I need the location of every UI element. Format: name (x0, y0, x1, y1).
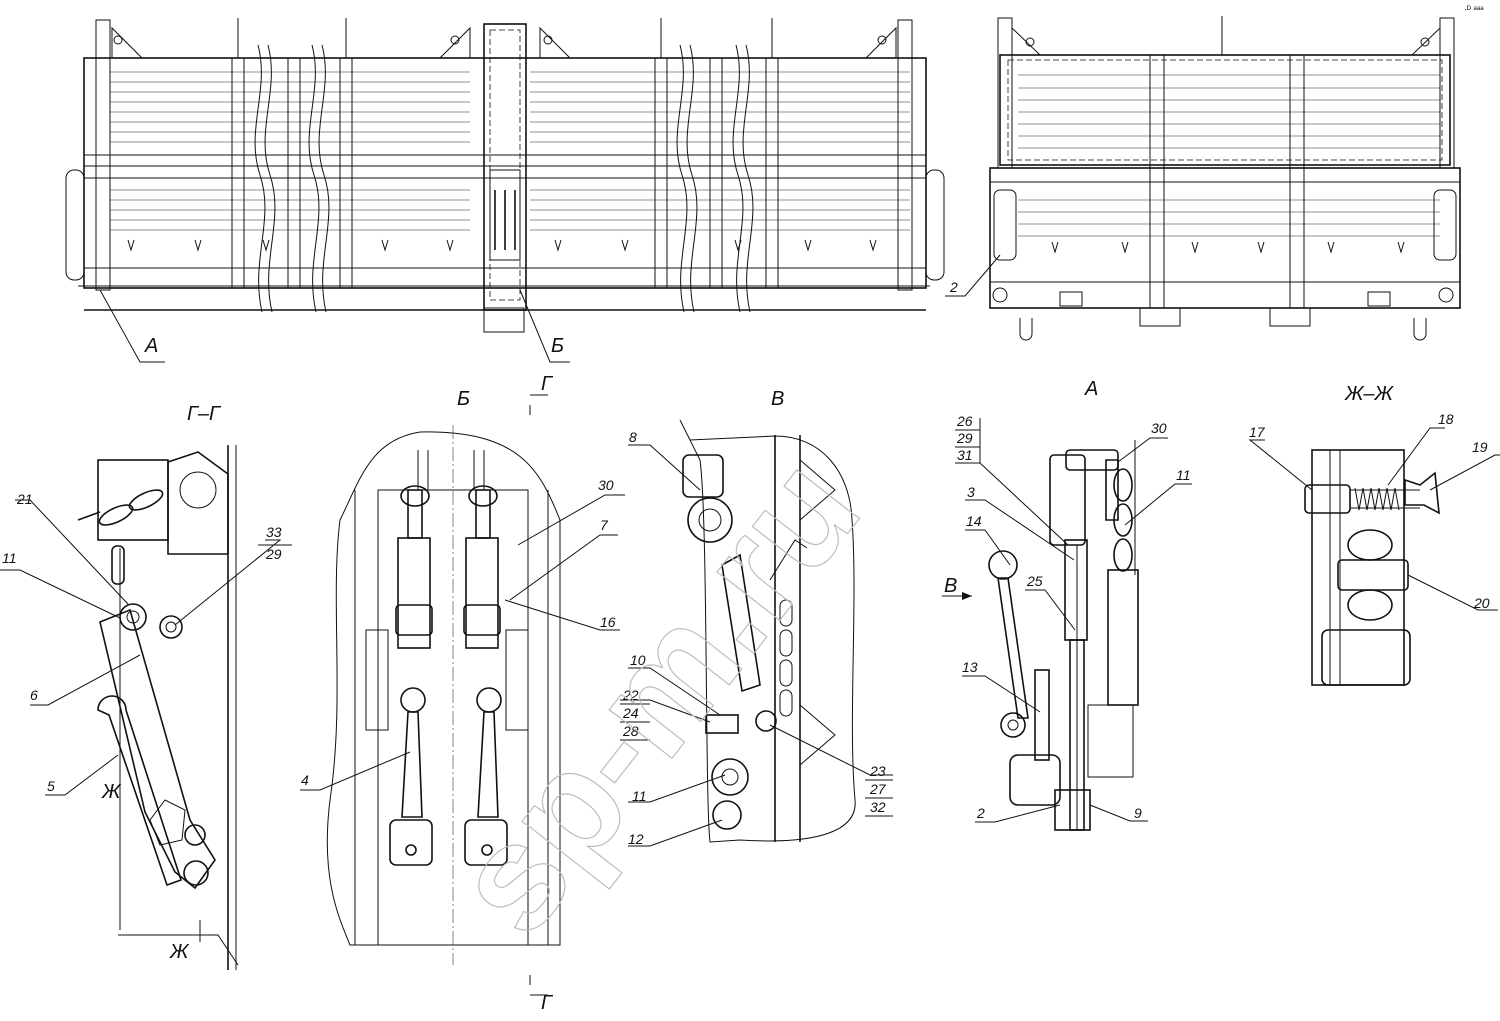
side-view-drawing (65, 18, 945, 363)
gg-label-5: 5 (47, 778, 55, 794)
detail-v-drawing (620, 419, 893, 847)
a-label-31: 31 (957, 447, 973, 463)
v-label-11: 11 (632, 788, 647, 804)
view-title-b: Б (457, 388, 470, 410)
b-label-4: 4 (301, 772, 309, 788)
callout-a: А (144, 335, 158, 357)
view-title-gg: Г–Г (187, 403, 222, 425)
gg-label-33: 33 (266, 524, 282, 540)
end-view-drawing (945, 16, 1461, 341)
gg-label-6: 6 (30, 687, 38, 703)
view-title-zhzh: Ж–Ж (1344, 383, 1394, 405)
gg-label-29: 29 (265, 546, 282, 562)
v-label-23: 23 (869, 763, 886, 779)
view-title-v: В (771, 388, 784, 410)
a-label-29: 29 (956, 430, 973, 446)
b-label-7: 7 (600, 517, 609, 533)
v-label-12: 12 (628, 831, 644, 847)
a-label-2: 2 (976, 805, 985, 821)
v-label-10: 10 (630, 652, 646, 668)
v-label-22: 22 (622, 687, 639, 703)
section-zhzh-drawing (1248, 427, 1500, 686)
a-label-30: 30 (1151, 420, 1167, 436)
a-label-11: 11 (1176, 467, 1191, 483)
a-label-9: 9 (1134, 805, 1142, 821)
gg-label-11: 11 (2, 550, 17, 566)
b-label-16: 16 (600, 614, 616, 630)
zh-label-20: 20 (1473, 595, 1490, 611)
v-label-24: 24 (622, 705, 639, 721)
a-label-26: 26 (956, 413, 973, 429)
a-label-13: 13 (962, 659, 978, 675)
detail-b-drawing (300, 394, 625, 996)
callout-two: 2 (949, 279, 958, 295)
detail-a-drawing (942, 418, 1192, 831)
view-v-arrow-label: В (944, 575, 957, 597)
view-title-a: А (1084, 378, 1098, 400)
v-label-27: 27 (869, 781, 887, 797)
zh-label-17: 17 (1249, 424, 1266, 440)
zh-label-18: 18 (1438, 411, 1454, 427)
section-gg-drawing (0, 445, 292, 970)
section-mark-g-top: Г (541, 373, 554, 395)
v-label-28: 28 (622, 723, 639, 739)
section-mark-zh-upper: Ж (101, 781, 122, 803)
section-mark-g-bottom: Г (541, 992, 554, 1014)
section-mark-zh-lower: Ж (169, 941, 190, 963)
zh-label-19: 19 (1472, 439, 1488, 455)
callout-b: Б (551, 335, 564, 357)
v-label-32: 32 (870, 799, 886, 815)
v-label-8: 8 (629, 429, 637, 445)
a-label-3: 3 (967, 484, 975, 500)
gg-label-21: 21 (16, 491, 33, 507)
a-label-25: 25 (1026, 573, 1043, 589)
corner-mark: ·ᴰ ᵃᵃᵃ (1464, 4, 1484, 14)
b-label-30: 30 (598, 477, 614, 493)
a-label-14: 14 (966, 513, 982, 529)
